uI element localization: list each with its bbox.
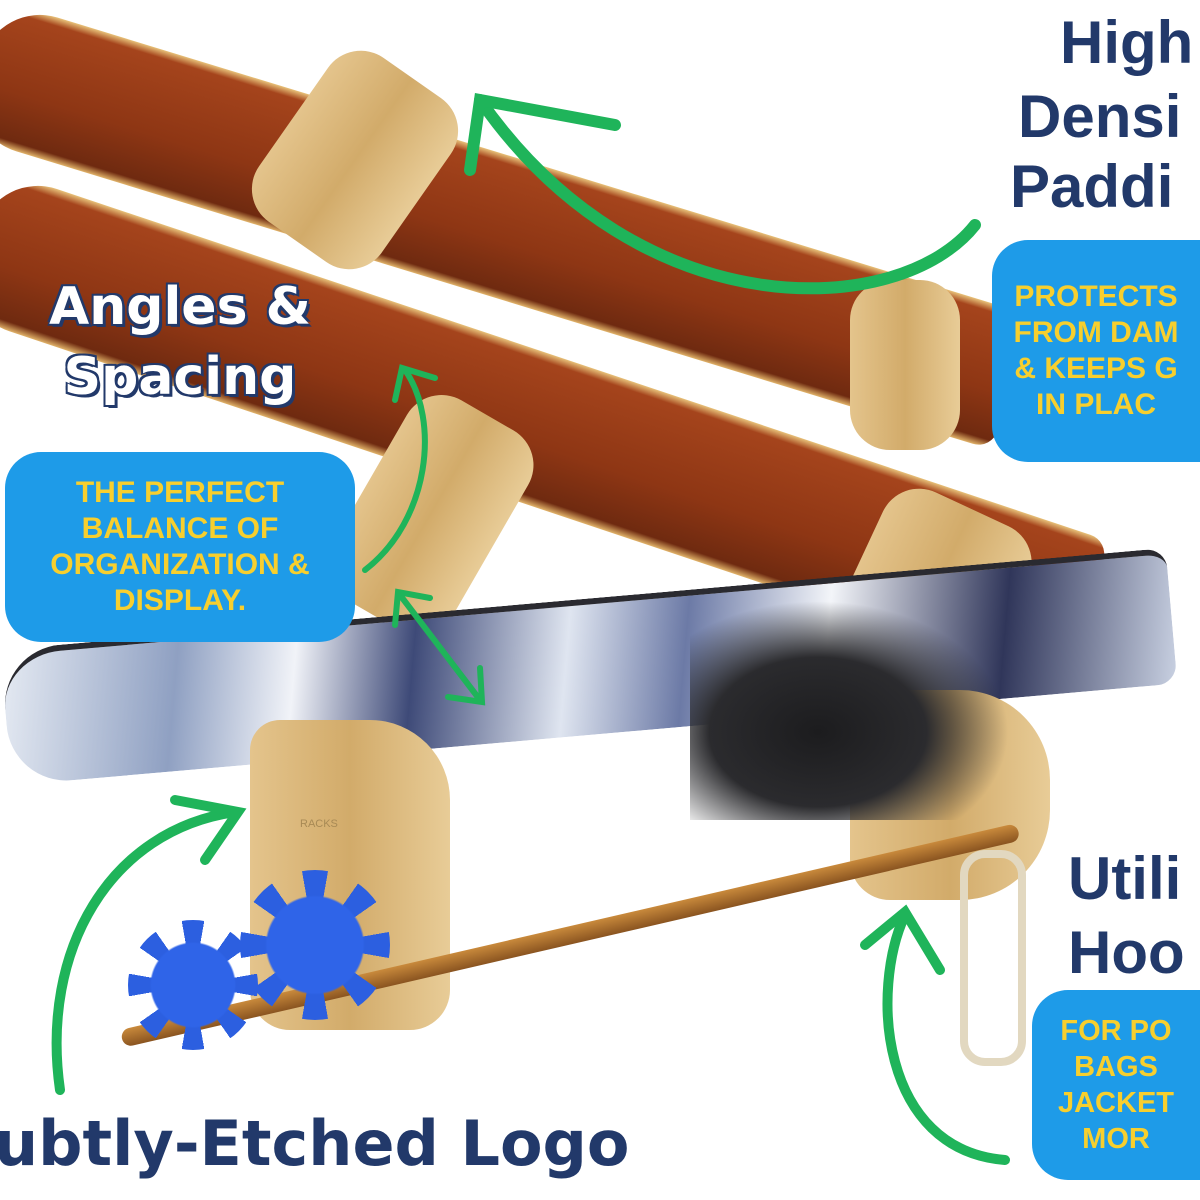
box-line: PROTECTS [1014,280,1178,313]
heading-line: Paddi [1010,153,1174,220]
box-line: MOR [1082,1123,1150,1155]
box-line: FROM DAM [1013,316,1179,349]
box-line: DISPLAY. [113,584,247,617]
heading-angles: Angles & Spacing [20,272,340,412]
bindings [690,600,1010,820]
pole-basket-1 [128,920,258,1050]
etched-logo: RACKS [300,818,338,830]
heading-line: Angles & [49,277,311,337]
box-line: BALANCE OF [81,512,279,545]
callout-box-angles: THE PERFECT BALANCE OF ORGANIZATION & DI… [5,452,355,642]
arrow-logo-head [170,795,247,865]
heading-line: Spacing [63,347,297,407]
arrow-angles [362,367,428,573]
heading-line: Densi [1018,83,1182,150]
arrow-padding [474,94,981,295]
box-line: JACKET [1057,1087,1174,1119]
arrow-spacing [397,592,483,703]
box-line: FOR PO [1060,1015,1172,1047]
arrow-padding-head [464,92,621,176]
heading-line: Hoo [1068,919,1185,986]
arrow-angles-head [392,364,438,403]
heading-line: Utili [1068,845,1182,912]
box-line: THE PERFECT [75,476,285,509]
heading-padding-3: Paddi [1010,152,1200,222]
callout-box-padding: PROTECTS FROM DAM & KEEPS G IN PLAC [992,240,1200,462]
heading-logo: ubtly-Etched Logo [0,1107,630,1180]
pole-basket-2 [240,870,390,1020]
strap-loop [960,850,1026,1066]
heading-hooks: Utili Hoo [1068,842,1200,990]
heading-padding-2: Densi [1018,82,1200,152]
arrow-logo [51,807,240,1095]
box-line: & KEEPS G [1014,352,1178,385]
box-line: BAGS [1074,1051,1158,1083]
arrow-hooks-head [860,904,945,975]
heading-line: High [1060,9,1194,76]
arrow-hooks [882,910,1010,1165]
box-line: IN PLAC [1036,388,1156,421]
rack-bracket-top-right [850,280,960,450]
box-line: ORGANIZATION & [50,548,310,581]
heading-padding: High [1060,8,1200,78]
callout-box-hooks: FOR PO BAGS JACKET MOR [1032,990,1200,1180]
arrow-spacing-head [392,588,486,706]
